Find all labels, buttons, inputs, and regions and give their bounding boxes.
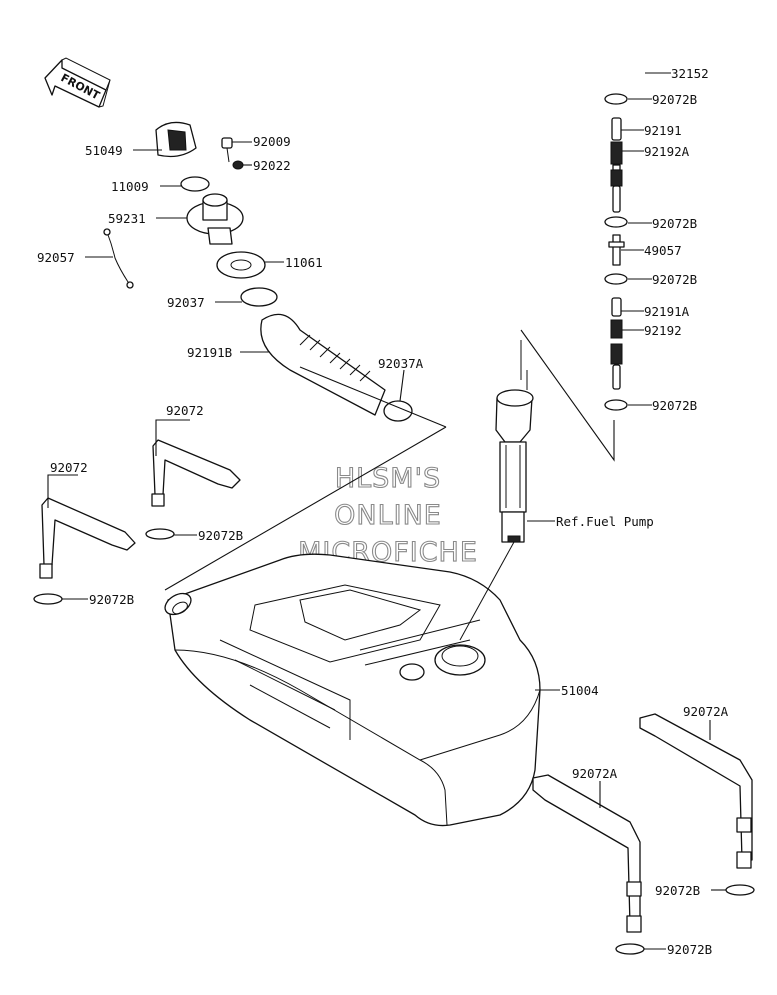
callout-92037: 92037 xyxy=(167,295,205,310)
callout-49057: 49057 xyxy=(644,243,682,258)
callout-92072b-2: 92072B xyxy=(652,216,697,231)
callout-92072-lower: 92072 xyxy=(50,460,88,475)
callout-92022: 92022 xyxy=(253,158,291,173)
callout-51049: 51049 xyxy=(85,143,123,158)
callout-92192a: 92192A xyxy=(644,144,690,159)
hose-stack-drawing xyxy=(604,48,644,411)
callout-92009: 92009 xyxy=(253,134,291,149)
callout-92072b-1: 92072B xyxy=(652,92,697,107)
callout-92192: 92192 xyxy=(644,323,682,338)
callout-92191: 92191 xyxy=(644,123,682,138)
callout-labels: 32152 92072B 92191 92192A 92072B 49057 9… xyxy=(37,66,729,957)
callout-51004: 51004 xyxy=(561,683,599,698)
callout-92072b-7: 92072B xyxy=(655,883,700,898)
callout-92057: 92057 xyxy=(37,250,75,265)
callout-92191a: 92191A xyxy=(644,304,690,319)
callout-11009: 11009 xyxy=(111,179,149,194)
watermark: HLSM'S ONLINE MICROFICHE xyxy=(298,462,478,568)
callout-92191b: 92191B xyxy=(187,345,232,360)
watermark-line-1: HLSM'S xyxy=(335,463,441,494)
front-arrow-icon: FRONT xyxy=(44,57,111,108)
callout-11061: 11061 xyxy=(285,255,323,270)
callout-92072a-middle: 92072A xyxy=(572,766,618,781)
callout-ref-fuel-pump: Ref.Fuel Pump xyxy=(556,514,654,529)
leader-lines xyxy=(47,72,726,950)
callout-92072b-4: 92072B xyxy=(652,398,697,413)
callout-59231: 59231 xyxy=(108,211,146,226)
fuel-pump-drawing xyxy=(459,340,534,641)
filler-assembly-drawing xyxy=(103,121,447,591)
callout-92072b-8: 92072B xyxy=(667,942,712,957)
callout-92072b-3: 92072B xyxy=(652,272,697,287)
callout-92072b-5: 92072B xyxy=(198,528,243,543)
fuel-tank-drawing xyxy=(164,553,541,827)
callout-92072b-6: 92072B xyxy=(89,592,134,607)
callout-92037a: 92037A xyxy=(378,356,424,371)
callout-32152: 32152 xyxy=(671,66,709,81)
callout-92072a-right: 92072A xyxy=(683,704,729,719)
callout-92072-upper: 92072 xyxy=(166,403,204,418)
watermark-line-2: ONLINE xyxy=(334,500,442,531)
